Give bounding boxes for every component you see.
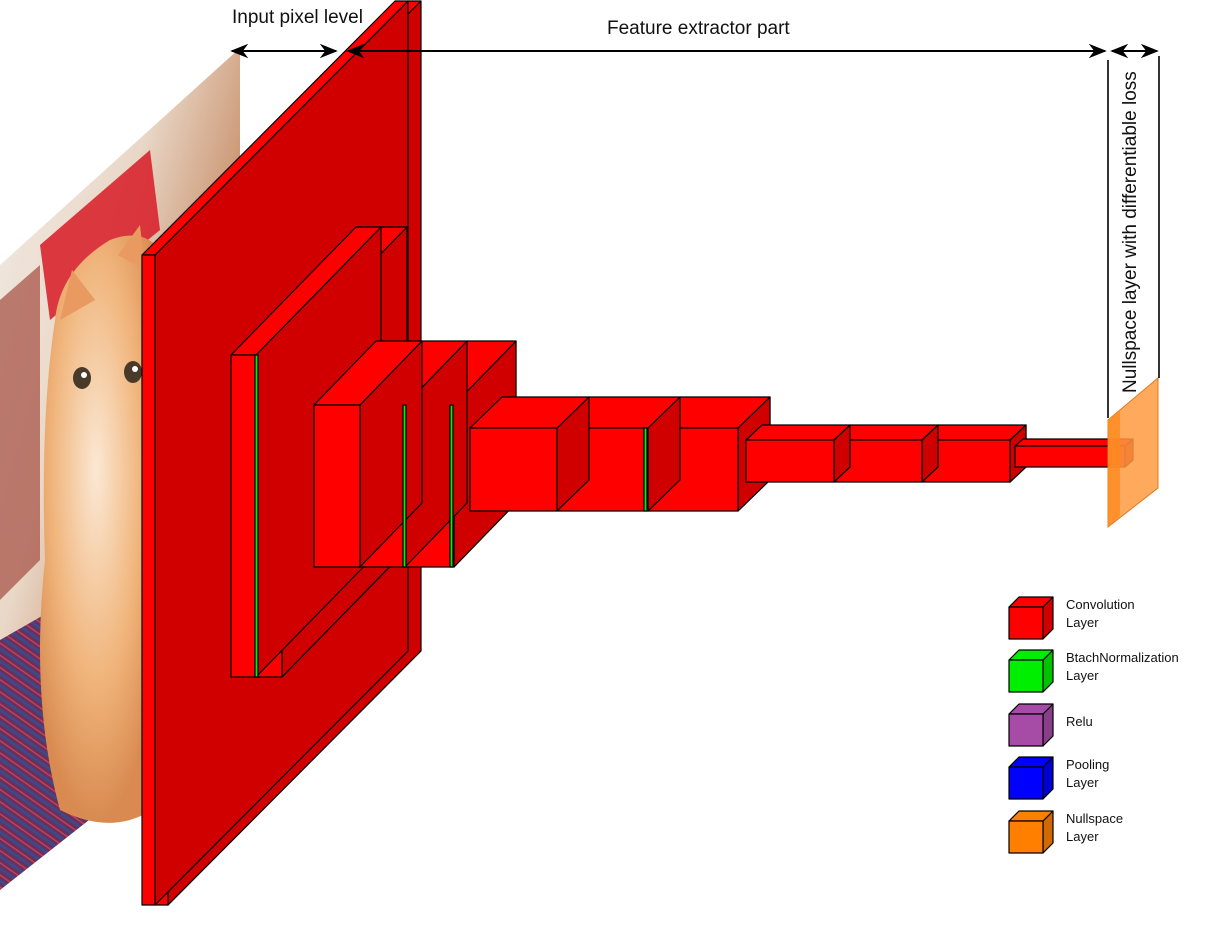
legend-sublabel-batchnorm: Layer [1066,668,1099,683]
convolution-cube-front [1009,607,1043,639]
network-layers [142,1,1133,905]
relu-cube-front [1009,714,1043,746]
stage5-conv-a [746,425,850,482]
feature-extractor-label: Feature extractor part [607,18,790,39]
legend: Convolution Layer BtachNormalization Lay… [1009,597,1179,853]
legend-label-relu: Relu [1066,714,1093,729]
nullspace-layer-block [1108,378,1158,527]
batchnorm-cube-icon [1009,650,1053,692]
nullspace-cube-icon [1009,811,1053,853]
input-pixel-level-label: Input pixel level [232,7,363,28]
stage3-batchnorm-strip-a [403,405,406,567]
stage2-conv-a-front [231,355,256,677]
legend-sublabel-nullspace: Layer [1066,829,1099,844]
legend-sublabel-pooling: Layer [1066,775,1099,790]
batchnorm-cube-front [1009,660,1043,692]
legend-label-pooling: Pooling [1066,757,1109,772]
stage3-conv-a-front [314,405,360,567]
legend-item-nullspace: Nullspace Layer [1009,811,1123,853]
legend-item-relu: Relu [1009,704,1093,746]
nullspace-layer-label: Nullspace layer with differentiable loss [1120,71,1141,393]
relu-cube-icon [1009,704,1053,746]
stage1-conv-a-front [142,255,155,905]
pooling-cube-front [1009,767,1043,799]
stage4-conv-a-front [470,428,557,511]
stage5-conv-a-front [746,440,834,482]
stage4-conv-a [470,397,589,511]
pooling-cube-icon [1009,757,1053,799]
legend-label-nullspace: Nullspace [1066,811,1123,826]
convolution-cube-icon [1009,597,1053,639]
nullspace-cube-front [1009,821,1043,853]
legend-label-batchnorm: BtachNormalization [1066,650,1179,665]
stage4-batchnorm-strip [644,428,647,511]
legend-label-convolution: Convolution [1066,597,1135,612]
legend-item-pooling: Pooling Layer [1009,757,1109,799]
stage2-batchnorm-strip [255,355,258,677]
legend-item-batchnorm: BtachNormalization Layer [1009,650,1179,692]
stage5-conv-a-top [746,425,850,440]
legend-sublabel-convolution: Layer [1066,615,1099,630]
stage3-batchnorm-strip-b [450,405,453,567]
legend-item-convolution: Convolution Layer [1009,597,1135,639]
